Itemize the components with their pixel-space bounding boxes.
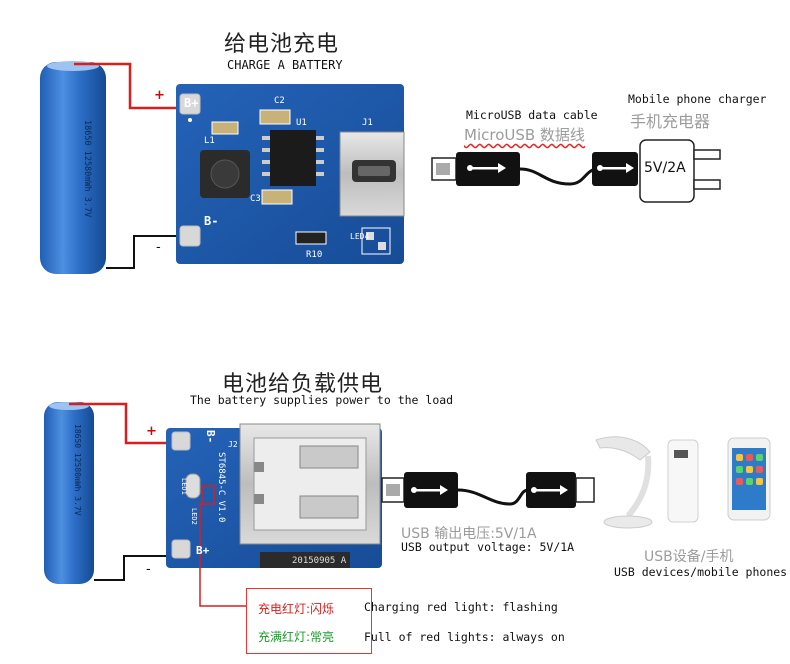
- usb-a-cable: [381, 472, 595, 508]
- top-plus-sign: +: [154, 88, 165, 103]
- full-light-en: Full of red lights: always on: [364, 630, 565, 644]
- charger-label-en: Mobile phone charger: [628, 92, 767, 106]
- booster-board-bottom: [166, 423, 382, 568]
- cable-label-en: MicroUSB data cable: [466, 108, 598, 122]
- devices-label-en: USB devices/mobile phones: [614, 565, 788, 579]
- power-bank-device: [667, 439, 699, 523]
- board-label-l1: L1: [204, 136, 215, 146]
- board-label-bplus-bottom: B+: [196, 544, 210, 557]
- bottom-plus-sign: +: [146, 424, 157, 439]
- usb-output-en: USB output voltage: 5V/1A: [401, 540, 575, 554]
- charger-rating: 5V/2A: [644, 160, 686, 176]
- charger-label-cn: 手机充电器: [630, 112, 711, 131]
- smartphone-device: [727, 437, 771, 521]
- board-label-model: ST6845-C V1.0: [216, 452, 226, 523]
- top-title-cn: 给电池充电: [224, 32, 340, 57]
- battery-bottom: [44, 402, 94, 584]
- bottom-title-cn: 电池给负载供电: [222, 372, 384, 397]
- positive-wire-top: [74, 62, 184, 110]
- board-label-j1: J1: [362, 118, 373, 128]
- positive-wire-bottom: [69, 402, 176, 445]
- board-label-j2: J2: [228, 440, 238, 449]
- charging-light-cn: 充电红灯:闪烁: [258, 602, 335, 616]
- board-label-led1: LED1: [180, 478, 188, 495]
- board-label-r10: R10: [306, 250, 323, 260]
- board-label-bminus-bottom: B-: [204, 430, 217, 444]
- negative-wire-bottom: [94, 555, 178, 581]
- charging-light-en: Charging red light: flashing: [364, 600, 558, 614]
- phone-charger: [639, 139, 721, 203]
- battery-top-label: 18650 12580mWh 3.7V: [82, 120, 92, 218]
- microusb-cable: [431, 152, 638, 186]
- board-label-c3: C3: [250, 194, 261, 204]
- board-label-led4: LED4: [350, 232, 370, 241]
- indicator-legend-box: [246, 588, 372, 654]
- cable-label-cn: MicroUSB 数据线: [464, 126, 585, 144]
- board-label-led2: LED2: [190, 508, 198, 525]
- usb-output-cn: USB 输出电压:5V/1A: [401, 526, 537, 542]
- legend-connector: [199, 503, 246, 607]
- bottom-minus-sign: -: [146, 562, 151, 577]
- charger-board-top: [176, 84, 405, 264]
- negative-wire-top: [106, 235, 190, 269]
- desk-lamp-device: [595, 436, 653, 529]
- board-label-bplus-top: B+: [184, 96, 199, 110]
- devices-label-cn: USB设备/手机: [644, 549, 734, 565]
- board-label-bminus-top: B-: [204, 214, 219, 228]
- battery-bottom-label: 18650 12580mWh 3.7V: [73, 424, 82, 516]
- board-label-u1: U1: [296, 118, 307, 128]
- board-label-c2: C2: [274, 96, 285, 106]
- full-light-cn: 充满红灯:常亮: [258, 630, 335, 644]
- board-label-date: 20150905 A: [292, 556, 347, 566]
- top-minus-sign: -: [156, 240, 161, 255]
- bottom-title-en: The battery supplies power to the load: [190, 393, 454, 407]
- top-title-en: CHARGE A BATTERY: [227, 58, 343, 72]
